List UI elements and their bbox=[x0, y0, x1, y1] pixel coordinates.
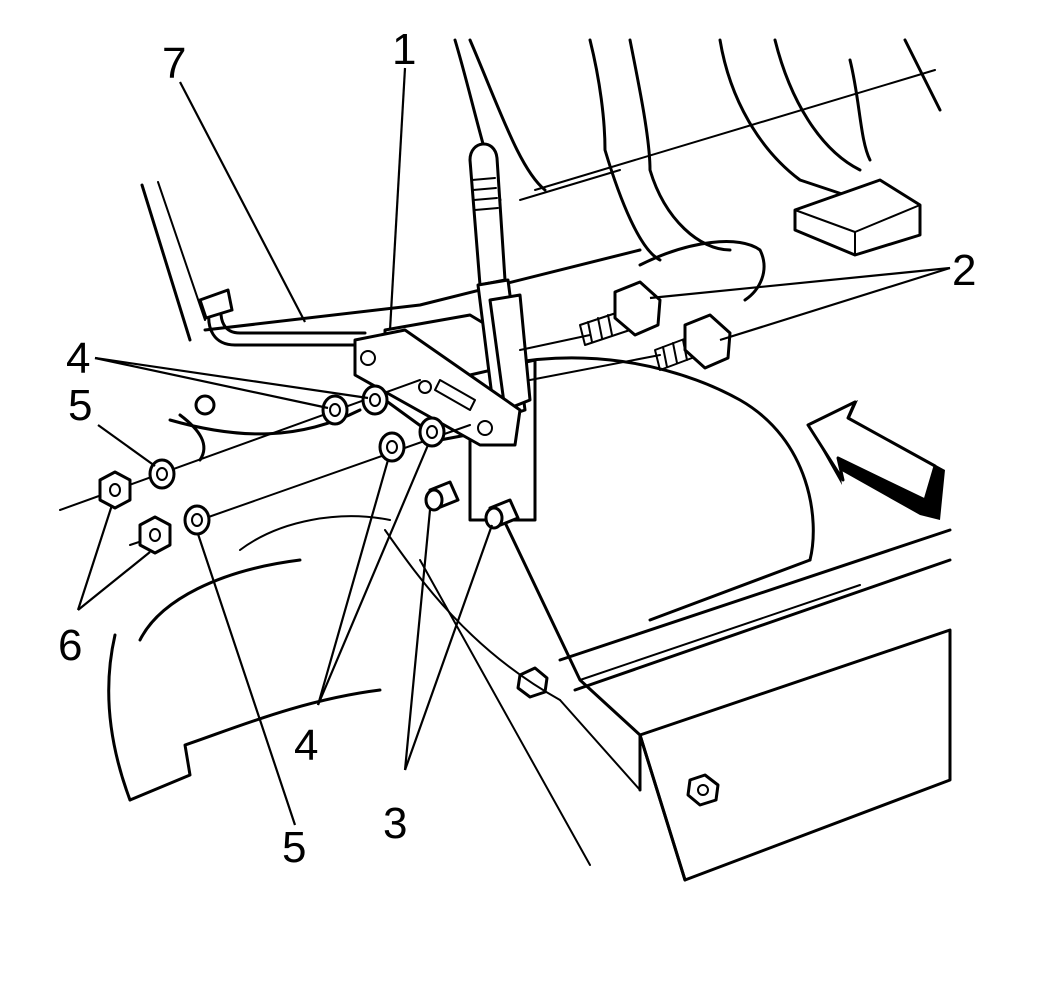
bolt-icon bbox=[579, 280, 662, 346]
callouts: 1 2 3 4 4 5 5 6 7 bbox=[58, 25, 976, 872]
leader-lines bbox=[76, 67, 951, 826]
washer bbox=[418, 416, 446, 448]
callout-1: 1 bbox=[392, 25, 416, 74]
nut-icon bbox=[98, 470, 132, 510]
washer bbox=[361, 384, 389, 416]
pin bbox=[424, 480, 460, 512]
bolt-icon bbox=[194, 394, 216, 416]
pin bbox=[484, 498, 520, 530]
callout-5-lower: 5 bbox=[282, 823, 306, 872]
vehicle-floor-outline bbox=[107, 38, 952, 882]
callout-4-lower: 4 bbox=[294, 721, 318, 770]
cable bbox=[198, 288, 367, 347]
callout-3: 3 bbox=[383, 799, 407, 848]
washer bbox=[378, 431, 406, 463]
callout-7: 7 bbox=[162, 39, 186, 88]
bolt-icon bbox=[654, 313, 732, 371]
washer bbox=[321, 394, 349, 426]
washer bbox=[183, 504, 211, 536]
bolt-icon bbox=[686, 773, 720, 807]
front-direction-arrow-icon bbox=[806, 400, 945, 520]
callout-4-upper: 4 bbox=[66, 334, 90, 383]
nut-icon bbox=[138, 515, 172, 555]
callout-2: 2 bbox=[952, 246, 976, 295]
callout-5-upper: 5 bbox=[68, 381, 92, 430]
washer bbox=[148, 458, 176, 490]
callout-6: 6 bbox=[58, 621, 82, 670]
parking-brake-lever-assembly bbox=[353, 142, 537, 530]
